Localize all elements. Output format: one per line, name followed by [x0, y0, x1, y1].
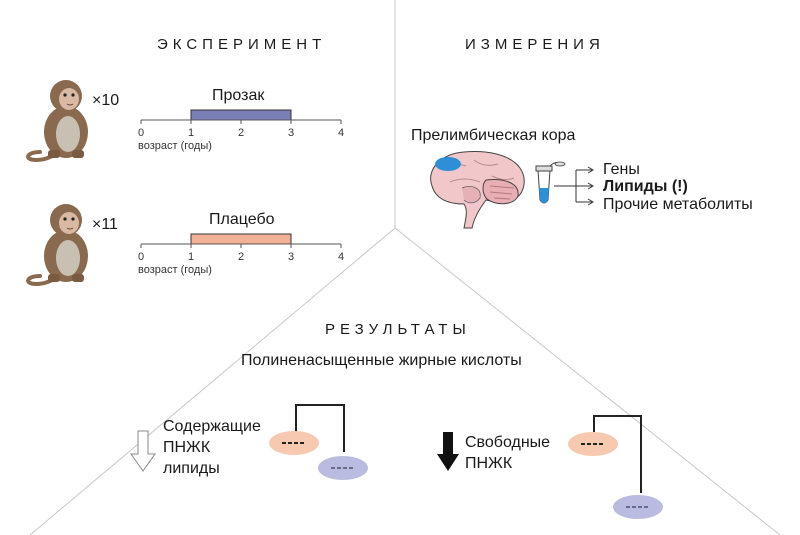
group2-tick-2: 2	[238, 251, 244, 262]
left-result-line: липиды	[163, 460, 220, 477]
results-title: РЕЗУЛЬТАТЫ	[325, 321, 471, 338]
group1-tick-4: 4	[338, 127, 344, 138]
results-subtitle: Полиненасыщенные жирные кислоты	[241, 352, 522, 369]
group1-tick-2: 2	[238, 127, 244, 138]
left-comparison	[269, 404, 368, 480]
right-comparison	[568, 415, 663, 519]
group2-tick-0: 0	[138, 251, 144, 262]
brain-icon	[430, 151, 525, 229]
measurements-title: ИЗМЕРЕНИЯ	[465, 36, 605, 53]
group2-count: ×11	[92, 216, 118, 233]
group2-treatment-bar	[190, 233, 292, 245]
group1-count: ×10	[92, 92, 120, 109]
group2-tick-3: 3	[288, 251, 294, 262]
left-result-line: ПНЖК	[163, 439, 211, 456]
output-lipids: Липиды (!)	[603, 178, 688, 195]
monkey-icon	[26, 204, 88, 287]
group1-treatment-bar	[190, 109, 292, 121]
right-result-line: Свободные	[465, 434, 551, 451]
group1-tick-3: 3	[288, 127, 294, 138]
output-genes: Гены	[603, 161, 640, 178]
group1-timeline: 0 1 2 3 4	[138, 109, 344, 138]
right-result-label: Свободные ПНЖК	[465, 432, 550, 474]
group1-treatment-label: Прозак	[212, 87, 265, 104]
group1-axis-label: возраст (годы)	[138, 140, 212, 152]
output-other-metabolites: Прочие метаболиты	[603, 196, 753, 213]
brain-region-label: Прелимбическая кора	[411, 127, 576, 144]
experiment-title: ЭКСПЕРИМЕНТ	[157, 36, 327, 53]
left-result-label: Содержащие ПНЖК липиды	[163, 416, 261, 479]
group2-tick-4: 4	[338, 251, 344, 262]
group2-timeline: 0 1 2 3 4	[138, 233, 344, 262]
group1-tick-1: 1	[188, 127, 194, 138]
group2-axis-label: возраст (годы)	[138, 264, 212, 276]
group2-treatment-label: Плацебо	[209, 211, 275, 228]
monkey-icon	[26, 80, 88, 163]
right-result-line: ПНЖК	[465, 455, 513, 472]
arrow-down-outline-icon	[130, 430, 156, 472]
arrow-down-filled-icon	[437, 432, 459, 471]
sample-tube-icon	[535, 161, 594, 206]
group2-tick-1: 1	[188, 251, 194, 262]
group1-tick-0: 0	[138, 127, 144, 138]
left-result-line: Содержащие	[163, 418, 261, 435]
